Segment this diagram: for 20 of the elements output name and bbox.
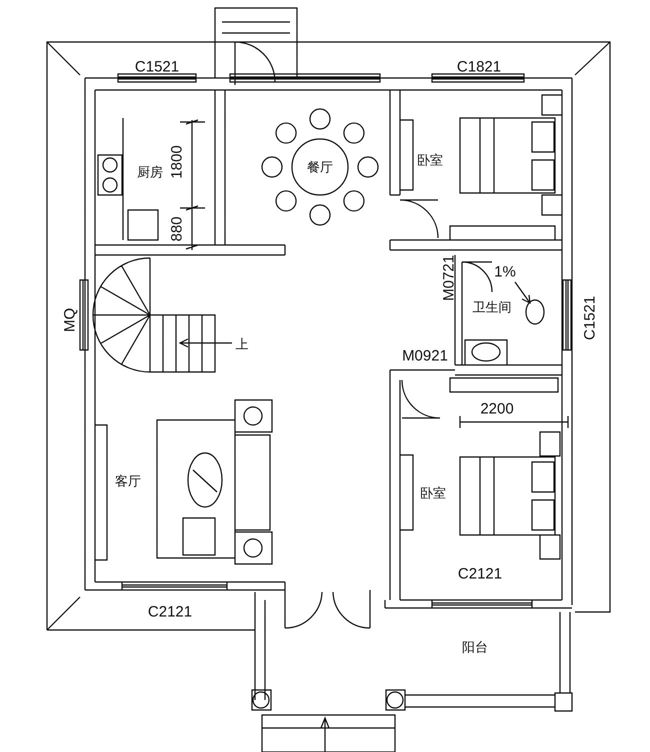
room-label: 卧室 xyxy=(417,154,443,166)
dimension-label: 2200 xyxy=(480,402,514,416)
window-label: C1521 xyxy=(134,60,180,74)
dimension-label: 880 xyxy=(170,216,184,242)
window-label: MQ xyxy=(62,308,78,332)
room-label: 客厅 xyxy=(115,474,141,488)
door-label: M0921 xyxy=(402,348,448,364)
stair-label: 上 xyxy=(236,338,248,350)
window-label: C1821 xyxy=(456,60,502,74)
window-label: C2121 xyxy=(148,604,192,620)
window-label: C2121 xyxy=(458,566,502,582)
dimension-label: 1800 xyxy=(170,145,184,179)
window-label: C1521 xyxy=(582,296,598,340)
room-label: 餐厅 xyxy=(307,160,333,174)
room-label: 阳台 xyxy=(462,640,488,654)
slope-label: 1% xyxy=(494,264,516,280)
door-label: M0721 xyxy=(442,255,456,301)
room-label: 厨房 xyxy=(137,166,163,178)
room-label: 卫生间 xyxy=(472,300,512,314)
room-label: 卧室 xyxy=(420,486,446,500)
